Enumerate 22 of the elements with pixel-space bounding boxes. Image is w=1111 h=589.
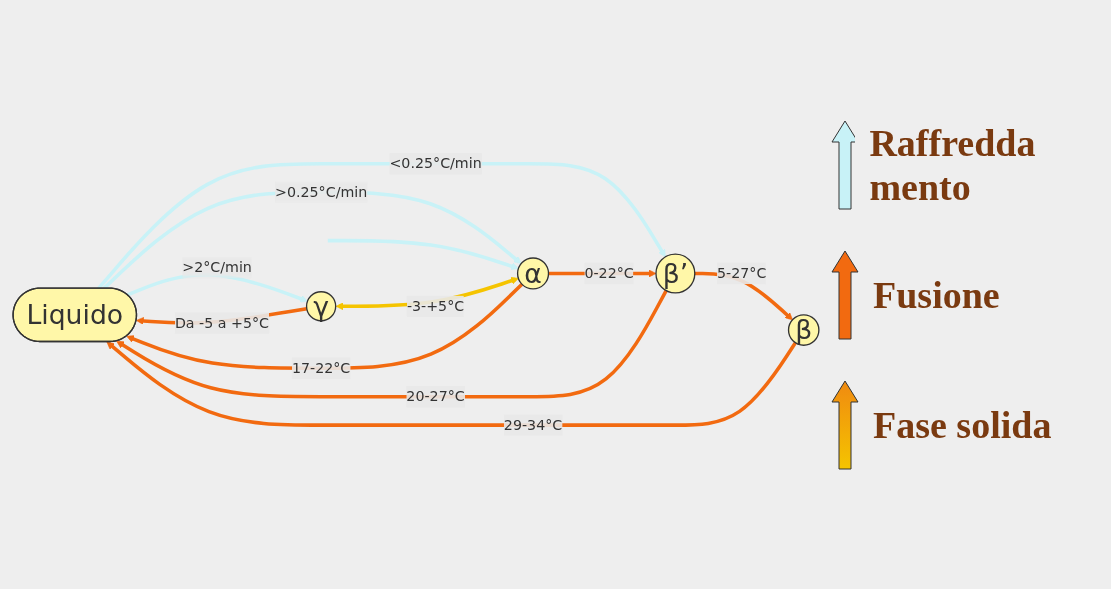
legend-text: Fusione: [873, 272, 1000, 317]
edge-label: <0.25°C/min: [388, 154, 482, 172]
edge-label: -3-+5°C: [406, 297, 464, 315]
edge-label: Da -5 a +5°C: [174, 314, 269, 332]
arrow: [106, 341, 797, 427]
edge-label: >0.25°C/min: [274, 183, 367, 201]
legend-text: Fase solida: [873, 402, 1052, 447]
legend-text: Raffredda mento: [869, 120, 1037, 209]
node-circle: γ: [305, 291, 336, 322]
arrow: [102, 190, 522, 290]
node-circle: β: [787, 314, 820, 346]
arrow: [126, 273, 308, 303]
edge-label: 5-27°C: [716, 264, 766, 282]
edge-label: >2°C/min: [181, 258, 252, 276]
arrow: [125, 283, 523, 371]
edge-label: 20-27°C: [405, 387, 465, 405]
edge-label: 0-22°C: [583, 264, 634, 282]
node-circle: β’: [654, 253, 695, 294]
edge-label: 17-22°C: [291, 359, 350, 377]
edge-label: 29-34°C: [503, 416, 562, 434]
node-circle: α: [516, 257, 549, 290]
arrow: [327, 238, 519, 271]
